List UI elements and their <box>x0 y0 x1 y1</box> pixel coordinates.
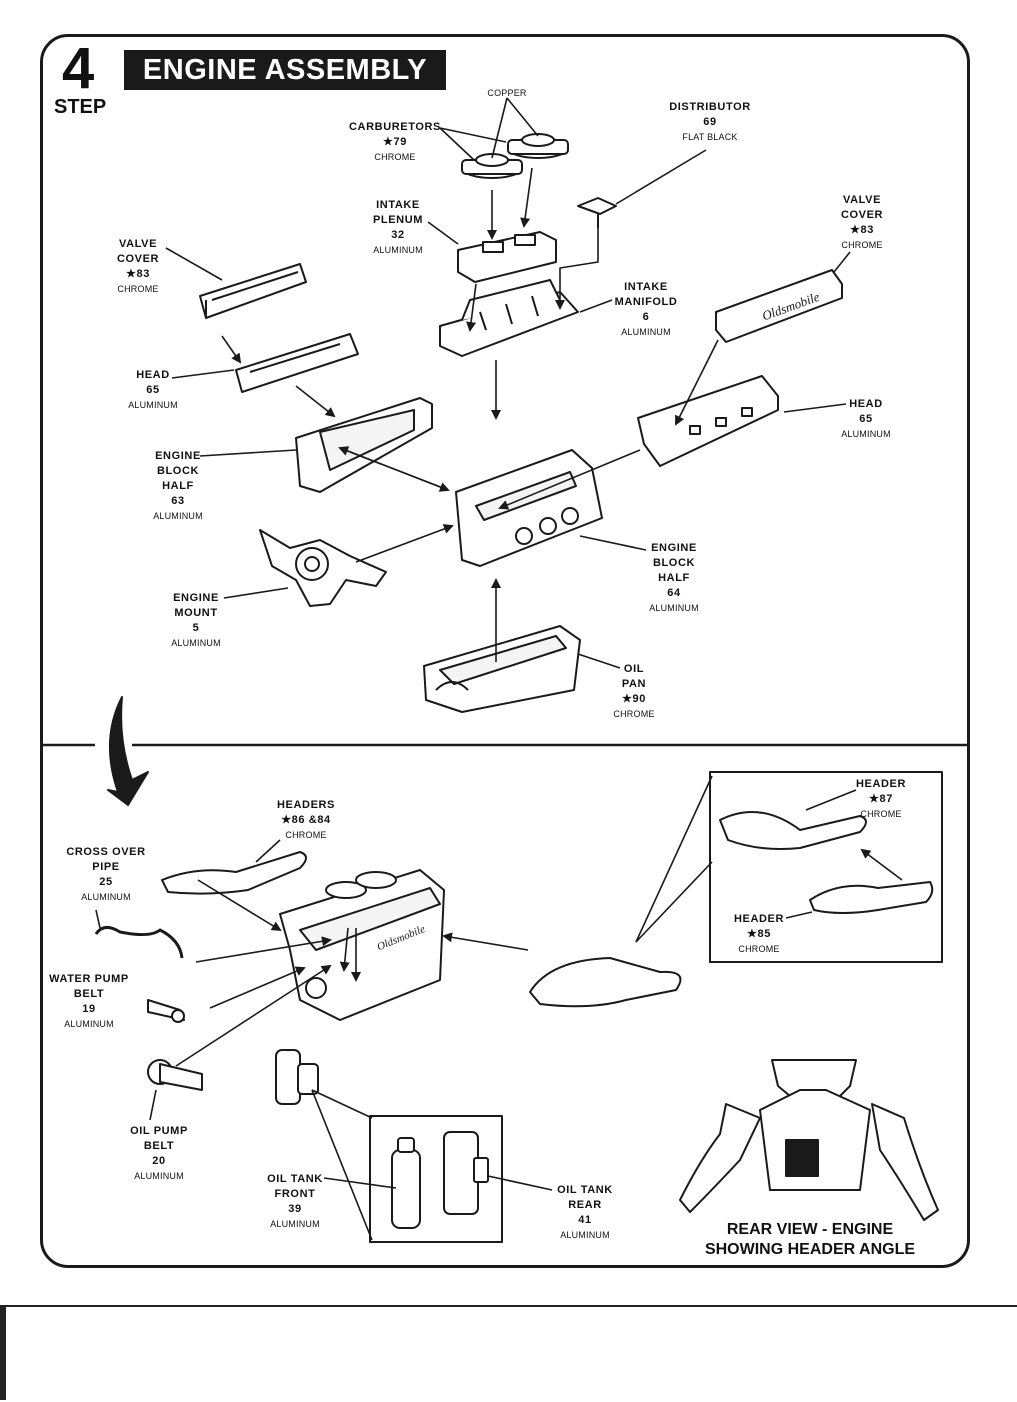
engine-block-half-63-part <box>295 397 433 493</box>
water-pump-belt-part <box>147 999 185 1023</box>
label-head-right: HEAD 65 ALUMINUM <box>841 398 891 439</box>
label-valve-cover-right: VALVE COVER ★83 CHROME <box>840 194 884 250</box>
header-85-part <box>809 881 934 914</box>
label-engine-mount: ENGINE MOUNT 5 ALUMINUM <box>171 592 221 648</box>
label-engine-block-half-63: ENGINE BLOCK HALF 63 ALUMINUM <box>153 450 203 521</box>
oil-tank-rear-part <box>443 1131 489 1215</box>
oil-tank-part <box>275 1049 319 1105</box>
label-valve-cover-left: VALVE COVER ★83 CHROME <box>116 238 160 294</box>
cross-over-pipe-part <box>94 926 184 959</box>
engine-mount-part <box>259 529 387 607</box>
step-frame <box>40 34 970 1268</box>
label-header-87: HEADER ★87 CHROME <box>855 778 907 819</box>
label-oil-tank-front: OIL TANK FRONT 39 ALUMINUM <box>267 1173 323 1229</box>
label-water-pump-belt: WATER PUMP BELT 19 ALUMINUM <box>49 973 129 1029</box>
label-intake-plenum: INTAKE PLENUM 32 ALUMINUM <box>372 199 424 255</box>
label-oil-pump-belt: OIL PUMP BELT 20 ALUMINUM <box>130 1125 188 1181</box>
carburetor-part <box>461 153 523 179</box>
oil-tank-front-part <box>391 1137 421 1229</box>
header-detail-box <box>709 771 943 963</box>
intake-manifold-part <box>439 279 579 357</box>
oil-pump-belt-part <box>147 1059 203 1091</box>
headers-part <box>161 851 307 895</box>
label-engine-block-half-64: ENGINE BLOCK HALF 64 ALUMINUM <box>649 542 699 613</box>
label-head-left: HEAD 65 ALUMINUM <box>128 369 178 410</box>
page-bottom-edge <box>0 1305 1017 1402</box>
page-bottom-edge-left <box>0 1305 6 1400</box>
label-oil-tank-rear: OIL TANK REAR 41 ALUMINUM <box>557 1184 613 1240</box>
rear-view-caption: REAR VIEW - ENGINE SHOWING HEADER ANGLE <box>704 1221 916 1258</box>
assembled-engine-part: Oldsmobile <box>279 869 445 1021</box>
label-oil-pan: OIL PAN ★90 CHROME <box>613 663 655 719</box>
step-label: STEP <box>54 96 107 118</box>
distributor-part <box>577 197 617 228</box>
label-copper: COPPER <box>487 88 527 98</box>
valve-cover-right-part: Oldsmobile <box>715 269 843 343</box>
head-left-part <box>235 333 359 393</box>
head-right-part <box>637 375 779 467</box>
label-carburetors: CARBURETORS ★79 CHROME <box>349 121 441 162</box>
label-distributor: DISTRIBUTOR 69 FLAT BLACK <box>669 101 751 142</box>
rear-view-engine-part <box>679 1059 939 1221</box>
valve-cover-left-part <box>199 263 307 319</box>
engine-block-half-64-part <box>455 449 603 567</box>
step-number: 4 <box>62 36 95 101</box>
step-title: ENGINE ASSEMBLY <box>124 50 446 90</box>
label-intake-manifold: INTAKE MANIFOLD 6 ALUMINUM <box>614 281 678 337</box>
carburetor-part <box>507 133 569 159</box>
label-header-85: HEADER ★85 CHROME <box>733 913 785 954</box>
label-headers: HEADERS ★86 &84 CHROME <box>277 799 335 840</box>
header-right-part <box>529 957 682 1008</box>
intake-plenum-part <box>457 231 557 283</box>
oil-pan-part <box>423 625 581 713</box>
label-cross-over-pipe: CROSS OVER PIPE 25 ALUMINUM <box>66 846 146 902</box>
flow-arrow-icon <box>107 696 149 806</box>
header-87-part <box>719 811 867 850</box>
